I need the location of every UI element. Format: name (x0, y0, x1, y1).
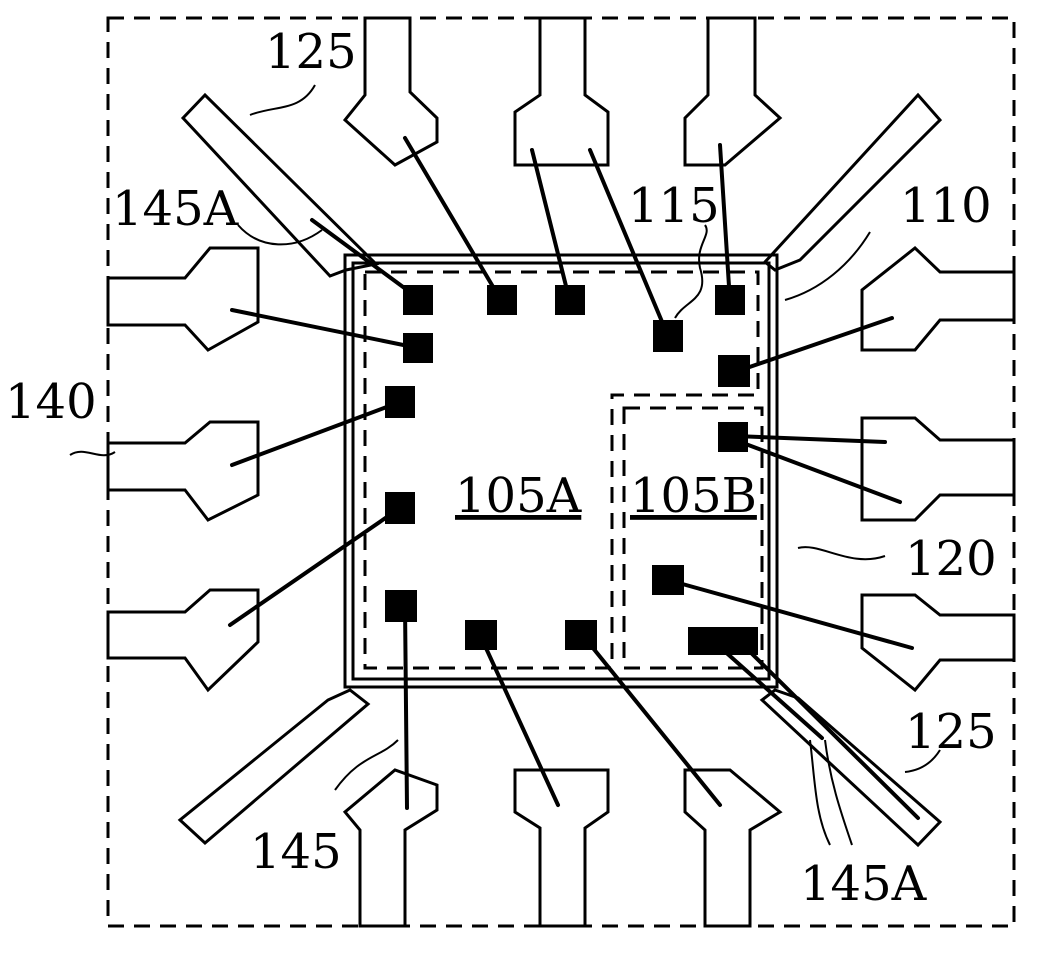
label-105b: 105B (630, 468, 757, 524)
lead-top-2 (515, 18, 608, 165)
lead-top-3 (685, 18, 780, 165)
lead-right-2 (862, 418, 1014, 520)
lead-bottom-3 (685, 770, 780, 926)
label-115: 115 (628, 178, 720, 234)
lead-left-2 (108, 422, 258, 520)
label-125-bottom: 125 (905, 704, 997, 760)
lead-left-1 (108, 248, 258, 350)
lead-bottom-2 (515, 770, 608, 926)
lead-right-1 (862, 248, 1014, 350)
label-120: 120 (905, 531, 997, 587)
lead-top-1 (345, 18, 437, 165)
label-145: 145 (250, 824, 342, 880)
label-140: 140 (5, 374, 97, 430)
tie-bar-bottom-left (180, 690, 368, 843)
lead-right-3 (862, 595, 1014, 690)
lead-bottom-1 (345, 770, 437, 926)
label-145a-top: 145A (112, 181, 240, 237)
label-105a: 105A (455, 468, 583, 524)
label-110: 110 (900, 178, 992, 234)
lead-left-3 (108, 590, 258, 690)
label-145a-bottom: 145A (800, 856, 928, 912)
label-125-top: 125 (265, 24, 357, 80)
